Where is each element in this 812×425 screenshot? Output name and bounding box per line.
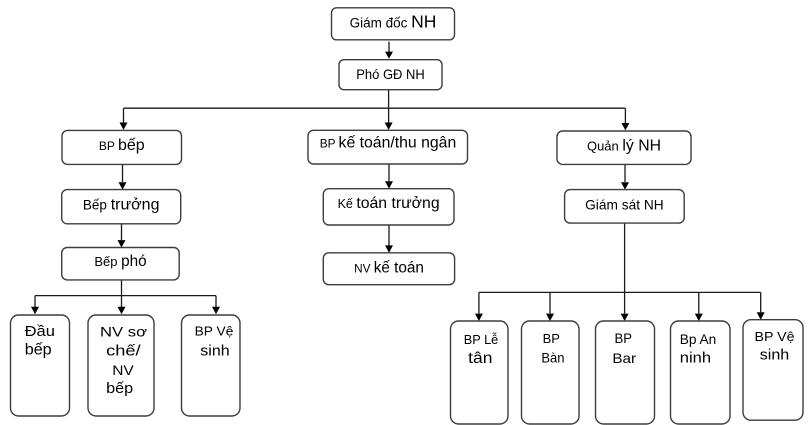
- svg-text:sinh: sinh: [200, 343, 230, 360]
- svg-text:chế/: chế/: [106, 344, 142, 360]
- svg-text:Bếp trưởng: Bếp trưởng: [83, 197, 160, 214]
- svg-text:BP Lễ: BP Lễ: [464, 332, 499, 347]
- svg-text:Kế toán trưởng: Kế toán trưởng: [338, 195, 440, 212]
- svg-text:Quản lý NH: Quản lý NH: [587, 137, 661, 154]
- svg-text:Đầu: Đầu: [25, 323, 55, 340]
- svg-text:BP bếp: BP bếp: [99, 137, 145, 154]
- svg-text:Bp An: Bp An: [680, 332, 717, 347]
- svg-text:BP Vệ: BP Vệ: [195, 324, 234, 339]
- svg-text:Giám đốc NH: Giám đốc NH: [350, 11, 437, 31]
- svg-text:BP: BP: [615, 331, 633, 346]
- svg-text:NV sơ: NV sơ: [100, 324, 147, 340]
- svg-text:Bar: Bar: [612, 350, 636, 366]
- svg-text:bếp: bếp: [25, 342, 52, 359]
- svg-text:NV kế toán: NV kế toán: [354, 260, 424, 277]
- svg-text:tân: tân: [468, 350, 492, 367]
- svg-text:Bàn: Bàn: [541, 350, 564, 366]
- svg-text:BP Vệ: BP Vệ: [755, 329, 795, 344]
- svg-text:Phó GĐ NH: Phó GĐ NH: [356, 67, 425, 82]
- svg-text:sinh: sinh: [760, 346, 790, 363]
- svg-text:Giám sát NH: Giám sát NH: [585, 197, 664, 213]
- svg-text:bếp: bếp: [106, 380, 133, 397]
- svg-text:Bếp phó: Bếp phó: [94, 253, 146, 270]
- svg-text:BP kế toán/thu ngân: BP kế toán/thu ngân: [320, 135, 457, 152]
- svg-text:NV: NV: [112, 362, 134, 378]
- svg-text:ninh: ninh: [680, 351, 711, 367]
- svg-text:BP: BP: [543, 331, 560, 346]
